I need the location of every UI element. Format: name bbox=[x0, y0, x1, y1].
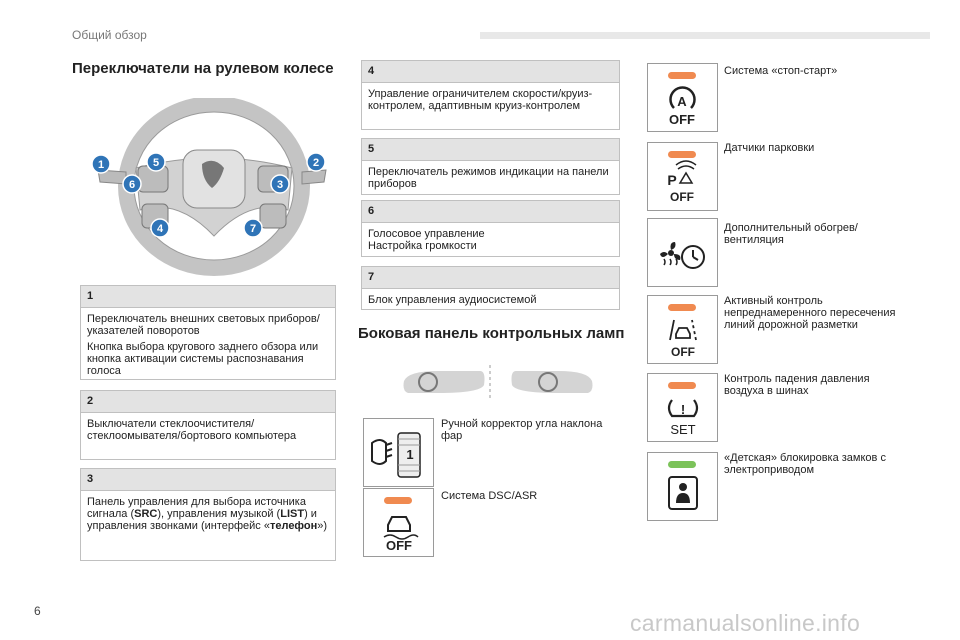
lamp-label: Активный контроль непреднамеренного пере… bbox=[724, 295, 896, 331]
section-header: Общий обзор bbox=[72, 28, 147, 42]
item-text: Блок управления аудиосистемой bbox=[368, 294, 537, 306]
lamp-label: Дополнительный обогрев/ вентиляция bbox=[724, 222, 858, 246]
item-number: 2 bbox=[81, 391, 335, 413]
svg-text:6: 6 bbox=[129, 179, 135, 191]
svg-text:7: 7 bbox=[250, 223, 256, 235]
item-text: Панель управления для выбора источника с… bbox=[87, 496, 328, 532]
item-text: Выключатели стеклоочистителя/ стеклоомыв… bbox=[87, 418, 297, 442]
svg-text:5: 5 bbox=[153, 157, 159, 169]
steering-wheel-figure: 1 5 6 2 3 4 7 bbox=[90, 96, 330, 278]
svg-text:4: 4 bbox=[157, 223, 164, 235]
callout-1: 1 bbox=[91, 154, 111, 174]
item-text: Управление ограничителем скорости/круиз-… bbox=[368, 88, 593, 112]
item-number: 3 bbox=[81, 469, 335, 491]
item-number: 6 bbox=[362, 201, 619, 223]
lamp-label: Контроль падения давления воздуха в шина… bbox=[724, 373, 870, 397]
item-box-3: 3 Панель управления для выбора источника… bbox=[80, 468, 336, 561]
svg-text:OFF: OFF bbox=[671, 345, 695, 359]
item-box-6: 6 Голосовое управление Настройка громкос… bbox=[361, 200, 620, 257]
item-box-4: 4 Управление ограничителем скорости/круи… bbox=[361, 60, 620, 130]
item-text: Переключатель режимов индикации на панел… bbox=[368, 166, 609, 190]
panel-section-title: Боковая панель контрольных ламп bbox=[358, 325, 625, 342]
svg-text:3: 3 bbox=[277, 179, 283, 191]
svg-text:!: ! bbox=[681, 402, 685, 417]
callout-4: 4 bbox=[150, 218, 170, 238]
svg-text:A: A bbox=[677, 94, 687, 109]
lamp-label: Ручной корректор угла наклона фар bbox=[441, 418, 603, 442]
callout-7: 7 bbox=[243, 218, 263, 238]
item-text: Кнопка выбора кругового заднего обзора и… bbox=[87, 341, 319, 377]
item-box-1: 1 Переключатель внешних световых приборо… bbox=[80, 285, 336, 380]
item-number: 4 bbox=[362, 61, 619, 83]
lamp-label: Датчики парковки bbox=[724, 142, 815, 154]
item-number: 5 bbox=[362, 139, 619, 161]
item-box-7: 7 Блок управления аудиосистемой bbox=[361, 266, 620, 310]
headlamp-level-icon: 1 bbox=[363, 418, 434, 487]
page-number: 6 bbox=[34, 604, 41, 618]
svg-text:OFF: OFF bbox=[669, 112, 695, 127]
side-panel-figure bbox=[398, 363, 598, 403]
item-box-2: 2 Выключатели стеклоочистителя/ стеклоом… bbox=[80, 390, 336, 460]
stop-start-off-icon: A OFF bbox=[647, 63, 718, 132]
lamp-label: «Детская» блокировка замков с электропри… bbox=[724, 452, 886, 476]
svg-text:OFF: OFF bbox=[386, 538, 412, 553]
watermark: carmanualsonline.info bbox=[630, 610, 861, 636]
indicator-lamp bbox=[668, 72, 696, 79]
aux-heating-icon bbox=[647, 218, 718, 287]
lamp-label: Система «стоп-старт» bbox=[724, 65, 838, 77]
item-number: 1 bbox=[81, 286, 335, 308]
item-box-5: 5 Переключатель режимов индикации на пан… bbox=[361, 138, 620, 195]
callout-6: 6 bbox=[122, 174, 142, 194]
child-lock-icon bbox=[647, 452, 718, 521]
callout-3: 3 bbox=[270, 174, 290, 194]
svg-text:1: 1 bbox=[406, 447, 413, 462]
item-text: Голосовое управление bbox=[368, 228, 485, 240]
lane-assist-off-icon: OFF bbox=[647, 295, 718, 364]
item-number: 7 bbox=[362, 267, 619, 289]
wheel-section-title: Переключатели на рулевом колесе bbox=[72, 60, 334, 77]
header-bar bbox=[480, 32, 930, 39]
indicator-lamp bbox=[668, 461, 696, 468]
tyre-pressure-set-icon: ! SET bbox=[647, 373, 718, 442]
dsc-off-icon: OFF bbox=[363, 488, 434, 557]
svg-text:1: 1 bbox=[98, 159, 104, 171]
item-text: Переключатель внешних световых приборов/… bbox=[87, 313, 320, 337]
indicator-lamp bbox=[668, 151, 696, 158]
item-text: Настройка громкости bbox=[368, 240, 477, 252]
callout-5: 5 bbox=[146, 152, 166, 172]
callout-2: 2 bbox=[306, 152, 326, 172]
indicator-lamp bbox=[384, 497, 412, 504]
indicator-lamp bbox=[668, 304, 696, 311]
indicator-lamp bbox=[668, 382, 696, 389]
lamp-label: Система DSC/ASR bbox=[441, 490, 538, 502]
svg-text:OFF: OFF bbox=[670, 190, 694, 204]
park-sensors-off-icon: P OFF bbox=[647, 142, 718, 211]
svg-text:P: P bbox=[667, 172, 676, 188]
svg-text:2: 2 bbox=[313, 157, 319, 169]
svg-text:SET: SET bbox=[670, 422, 695, 437]
